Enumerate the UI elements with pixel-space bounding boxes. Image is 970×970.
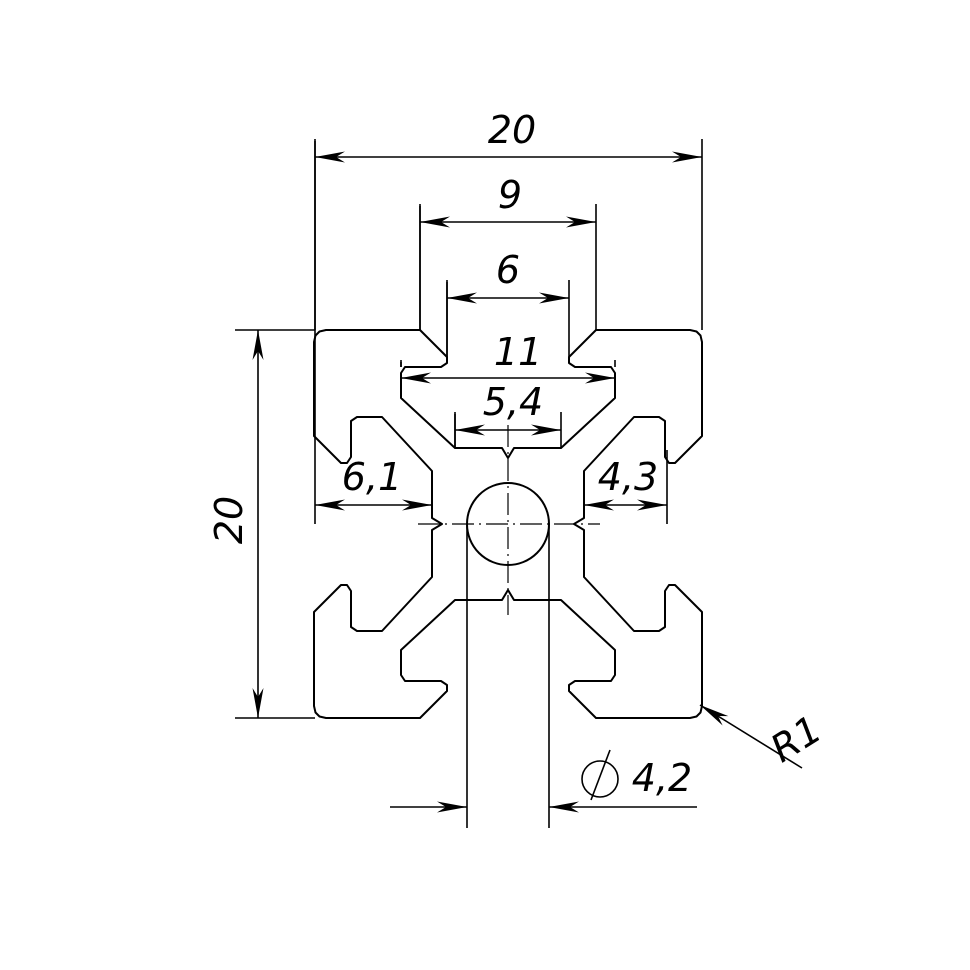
dim-slot-opening-inner-arrow-right [539, 292, 569, 304]
dim-slot-bottom-width-arrow-right [531, 424, 561, 436]
diameter-symbol-icon [581, 760, 619, 798]
dim-label-slot-opening-outer: 9 [498, 173, 522, 217]
dim-slot-opening-outer-arrow-left [420, 216, 450, 228]
dim-label-left-depth: 6,1 [342, 455, 402, 499]
dim-label-slot-opening-inner: 6 [496, 248, 520, 292]
dim-label-right-depth: 4,3 [598, 455, 658, 499]
dim-label-slot-inner-width: 11 [494, 330, 542, 374]
diameter-symbol-slash [590, 749, 611, 801]
dim-slot-bottom-width-arrow-left [455, 424, 485, 436]
dim-slot-opening-outer-arrow-right [566, 216, 596, 228]
dim-overall-width-arrow-left [315, 151, 345, 163]
dim-left-depth-arrow-left [315, 499, 345, 511]
dim-slot-inner-width-arrow-right [585, 372, 615, 384]
dim-left-depth-arrow-right [402, 499, 432, 511]
radius-leader-arrow [700, 705, 729, 726]
dim-label-corner-radius: R1 [763, 707, 829, 771]
dim-right-depth-arrow-left [584, 499, 614, 511]
dim-label-overall-width: 20 [488, 108, 536, 152]
dim-slot-inner-width-arrow-left [401, 372, 431, 384]
dim-label-bore-diameter: 4,2 [632, 756, 692, 800]
dim-right-depth-arrow-right [637, 499, 667, 511]
dim-label-slot-bottom-width: 5,4 [483, 380, 543, 424]
dim-height-arrow-top [252, 330, 264, 360]
dim-height-arrow-bottom [252, 688, 264, 718]
dim-bore-arrow-left [437, 801, 467, 813]
diameter-callout: 4,2 [581, 749, 692, 801]
dim-slot-opening-inner-arrow-left [447, 292, 477, 304]
dim-overall-width-arrow-right [672, 151, 702, 163]
dim-bore-arrow-right [549, 801, 579, 813]
drawing-geometry [235, 139, 803, 828]
dim-label-overall-height: 20 [207, 496, 251, 544]
